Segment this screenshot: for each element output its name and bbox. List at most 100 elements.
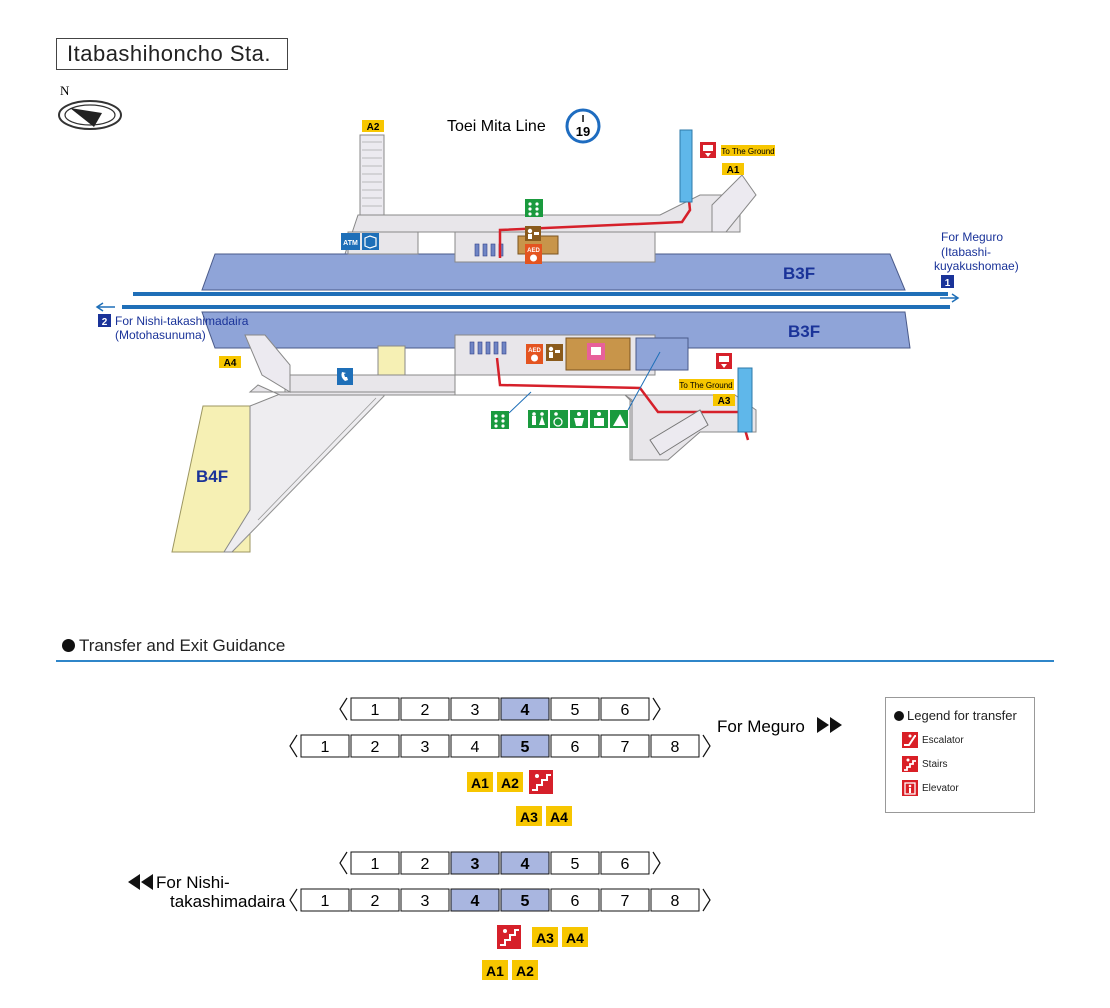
elevator-shaft-a1 (679, 129, 693, 203)
meguro-8-car-2 (350, 734, 400, 758)
nishi-6-car-5 (550, 851, 600, 875)
accessible-restroom-icon (550, 410, 568, 428)
meguro-6-car-2 (400, 697, 450, 721)
nishi-8-car-3 (400, 888, 450, 912)
exit-badge-label-a3: A3 (536, 930, 554, 946)
nishi-6-car-1 (350, 851, 400, 875)
meguro-6-car-3 (450, 697, 500, 721)
meguro-8-car-label-1: 1 (321, 739, 330, 756)
compass-icon: N (58, 83, 122, 130)
escalator-icon (902, 732, 918, 749)
ostomate-icon (590, 410, 608, 428)
nishi-6-car-label-1: 1 (371, 856, 380, 873)
nishi-8-car-1 (300, 888, 350, 912)
svg-text:A4: A4 (224, 358, 237, 369)
legend-stairs-label: Stairs (922, 759, 948, 770)
restroom-icon (528, 410, 548, 428)
nishi-8-train-nose-right (702, 888, 711, 912)
svg-text:(Motohasunuma): (Motohasunuma) (115, 328, 206, 342)
svg-text:A3: A3 (718, 396, 731, 407)
svg-text:For Meguro: For Meguro (941, 230, 1003, 244)
locker-icon (362, 233, 379, 250)
exit-badge-a3: A3 (713, 394, 735, 407)
b4f-platform-wall (171, 405, 251, 553)
nishi-8-car-label-5: 5 (521, 893, 530, 910)
svg-text:kuyakushomae): kuyakushomae) (934, 259, 1019, 273)
floor-label-b4f: B4F (196, 467, 228, 486)
svg-text:A2: A2 (367, 122, 380, 133)
exit-badge-a2 (512, 960, 538, 980)
nishi-8-train-nose-left (289, 888, 298, 912)
meguro-8-train-nose-left (289, 734, 298, 758)
stairs-a1 (711, 174, 757, 233)
exit-badge-a1: A1 (722, 163, 744, 176)
meguro-8-car-5 (500, 734, 550, 758)
svg-text:AED: AED (527, 248, 540, 254)
nishi-8-car-label-8: 8 (671, 893, 680, 910)
meguro-6-car-label-6: 6 (621, 702, 630, 719)
multipurpose-icon (610, 410, 628, 428)
nishi-6-train-nose-right (652, 851, 661, 875)
legend-escalator-label: Escalator (922, 735, 964, 746)
nishi-6-car-label-6: 6 (621, 856, 630, 873)
stairs-icon (902, 756, 918, 773)
braille-map-icon (525, 199, 543, 217)
exit-badge-a1 (467, 772, 493, 792)
nishi-8-car-4 (450, 888, 500, 912)
meguro-6-train-nose-right (652, 697, 661, 721)
forward-arrow-icon (817, 717, 842, 733)
nishi-8-car-label-2: 2 (371, 893, 380, 910)
baby-care-icon (570, 410, 588, 428)
meguro-8-car-7 (600, 734, 650, 758)
stairs-to-b4f (235, 395, 385, 549)
stairs-a2 (362, 141, 382, 207)
baby-care-icon (587, 343, 605, 360)
direction-nishi-label-line1: For Nishi- (156, 873, 230, 892)
elevator-icon (716, 353, 732, 369)
exit-badge-a4: A4 (219, 356, 241, 369)
svg-text:To The Ground: To The Ground (721, 147, 774, 156)
exit-badge-a2: A2 (362, 120, 384, 133)
transfer-section-title-text: Transfer and Exit Guidance (79, 636, 286, 655)
nishi-8-car-label-4: 4 (471, 893, 480, 910)
floor-label-b3f-upper: B3F (783, 264, 815, 283)
nishi-8-car-label-6: 6 (571, 893, 580, 910)
exit-badge-label-a3: A3 (520, 809, 538, 825)
exit-badge-a4 (546, 806, 572, 826)
direction-nishi-label-line2: takashimadaira (170, 892, 286, 911)
svg-text:To The Ground: To The Ground (679, 381, 732, 390)
meguro-8-car-1 (300, 734, 350, 758)
exit-badge-a1 (482, 960, 508, 980)
elevator-shaft (635, 337, 689, 371)
legend-elevator-label: Elevator (922, 783, 959, 794)
meguro-8-car-4 (450, 734, 500, 758)
svg-text:ATM: ATM (343, 240, 358, 247)
exit-badge-label-a2: A2 (501, 775, 519, 791)
svg-text:A1: A1 (727, 165, 740, 176)
exit-badge-a3 (516, 806, 542, 826)
legend-elevator: Elevator (902, 780, 959, 798)
floor-label-b3f-lower: B3F (788, 322, 820, 341)
legend-title-text: Legend for transfer (907, 708, 1017, 723)
meguro-6-car-label-3: 3 (471, 702, 480, 719)
meguro-8-car-label-6: 6 (571, 739, 580, 756)
upper-platform (201, 253, 906, 291)
meguro-6-car-label-4: 4 (521, 702, 530, 719)
nishi-8-car-label-1: 1 (321, 893, 330, 910)
meguro-6-car-label-2: 2 (421, 702, 430, 719)
facility-pointers (508, 351, 661, 414)
meguro-6-car-1 (350, 697, 400, 721)
nishi-6-car-6 (600, 851, 650, 875)
meguro-6-car-label-1: 1 (371, 702, 380, 719)
aed-icon: AED (526, 344, 543, 364)
elevator-shaft-a3 (737, 367, 753, 433)
svg-text:2: 2 (102, 317, 108, 328)
svg-text:19: 19 (576, 124, 590, 139)
atm-icon: ATM (341, 233, 360, 250)
exit-badge-label-a1: A1 (471, 775, 489, 791)
